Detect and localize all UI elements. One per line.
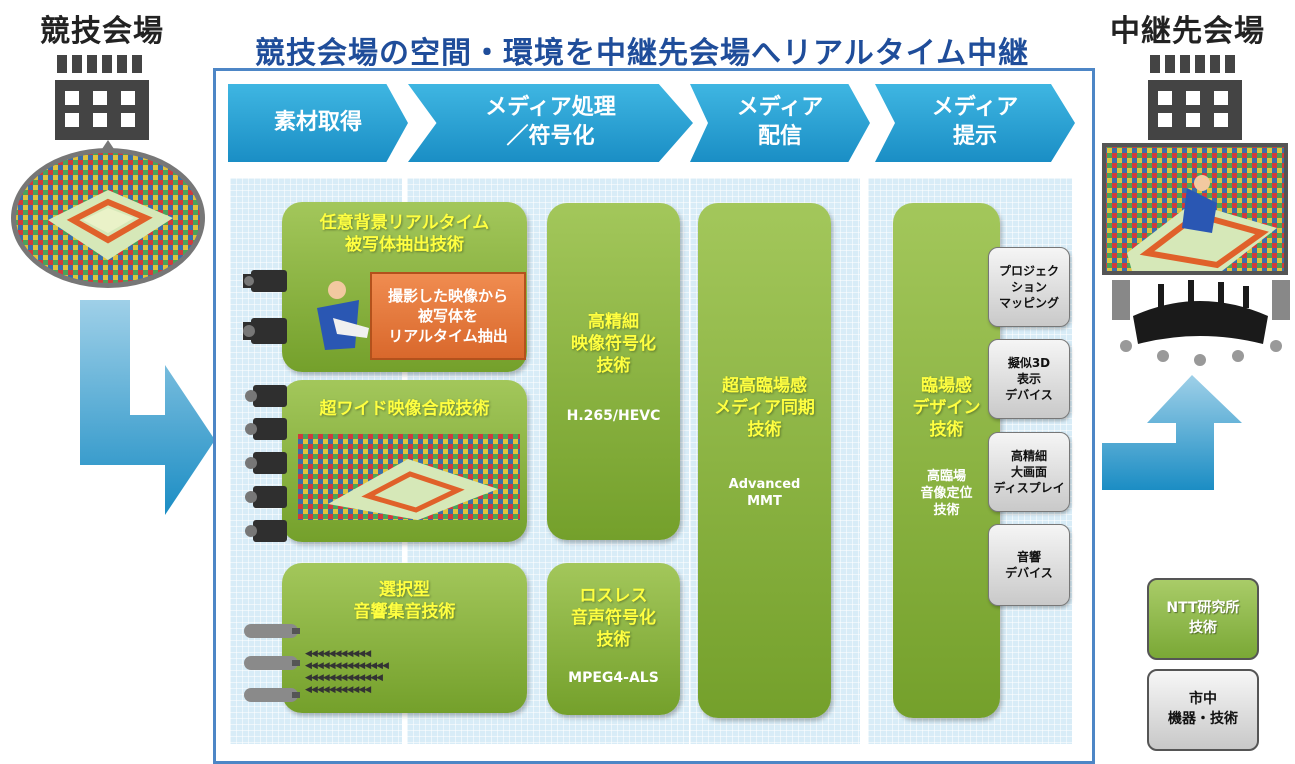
stage-acquisition: 素材取得: [228, 84, 408, 162]
legend-market: 市中機器・技術: [1147, 669, 1259, 751]
device-label: プロジェク: [998, 263, 1059, 278]
extraction-title-1: 任意背景リアルタイム: [319, 213, 490, 233]
video-coding-title: 技術: [596, 356, 631, 377]
stage-label-2: 提示: [952, 124, 997, 149]
main-title: 競技会場の空間・環境を中継先会場へリアルタイム中継: [255, 36, 1030, 71]
audio-coding-title: 技術: [596, 630, 631, 651]
audience-speakers-image: [1112, 280, 1290, 366]
device-label: 音響: [1016, 549, 1041, 564]
stage-delivery: メディア配信: [690, 84, 870, 162]
wide-video-title: 超ワイド映像合成技術: [319, 399, 490, 419]
stage-label: メディア: [931, 95, 1019, 121]
input-arrow: [80, 300, 215, 515]
device-label: 擬似3D: [1007, 355, 1051, 370]
device-label: マッピング: [998, 296, 1059, 311]
audio-coding-tech-box: ロスレス 音声符号化 技術 MPEG4-ALS: [547, 563, 680, 715]
sync-title: 超高臨場感: [722, 376, 807, 396]
sync-tech-box: 超高臨場感 メディア同期 技術 Advanced MMT: [698, 203, 831, 718]
device-large-display: 高精細大画面ディスプレイ: [988, 432, 1070, 512]
legend-ntt: NTT研究所技術: [1147, 578, 1259, 660]
audio-coding-title: 音声符号化: [571, 608, 656, 629]
stage-label: メディア: [736, 95, 824, 121]
presence-subtitle: 音像定位: [920, 486, 973, 502]
judo-figure-image: [317, 281, 369, 350]
extraction-title-2: 被写体抽出技術: [345, 235, 464, 256]
stage-label: 素材取得: [273, 109, 362, 135]
output-arrow: [1102, 375, 1242, 490]
legend-label: NTT研究所: [1166, 600, 1240, 617]
device-label: ション: [1010, 279, 1047, 294]
device-label: ディスプレイ: [993, 481, 1065, 496]
audio-capture-title-1: 選択型: [379, 580, 430, 600]
device-label: デバイス: [1005, 566, 1053, 580]
presence-design-tech-box: 臨場感 デザイン 技術 高臨場 音像定位 技術: [893, 203, 1000, 718]
presence-subtitle: 高臨場: [926, 469, 966, 485]
presence-title: 臨場感: [921, 376, 972, 396]
source-venue-label: 競技会場: [40, 14, 164, 49]
video-coding-tech-box: 高精細 映像符号化 技術 H.265/HEVC: [547, 203, 680, 540]
sync-title: メディア同期: [714, 398, 815, 419]
audio-coding-standard: MPEG4-ALS: [568, 670, 659, 687]
stage-label-2: 配信: [757, 124, 802, 149]
video-coding-standard: H.265/HEVC: [566, 408, 661, 425]
stadium-image: [11, 140, 205, 288]
device-projection-mapping: プロジェクションマッピング: [988, 247, 1070, 327]
device-label: 高精細: [1010, 448, 1047, 463]
device-audio: 音響デバイス: [988, 524, 1070, 606]
legend-label: 市中: [1189, 691, 1217, 708]
audio-capture-title-2: 音響集音技術: [353, 602, 456, 623]
legend-label: 技術: [1188, 620, 1217, 636]
sound-waves-icon: ◀◀◀◀◀◀◀◀◀◀◀◀◀◀◀◀◀◀◀◀◀◀◀◀◀◀◀◀◀◀◀◀◀◀◀◀◀◀◀◀…: [305, 649, 389, 695]
camera-array-icon: [245, 385, 287, 542]
sync-title: 技術: [747, 420, 782, 441]
destination-venue-label: 中継先会場: [1110, 14, 1265, 49]
legend-label: 機器・技術: [1168, 711, 1238, 727]
device-label: 大画面: [1010, 464, 1047, 479]
audio-capture-tech-box: 選択型 音響集音技術: [282, 563, 527, 713]
stage-presentation: メディア提示: [875, 84, 1075, 162]
device-label: 表示: [1016, 371, 1041, 386]
microphone-array-icon: [244, 624, 300, 702]
camera-icon: [243, 270, 287, 344]
presence-subtitle: 技術: [933, 503, 960, 519]
presence-title: デザイン: [912, 398, 981, 419]
stage-processing: メディア処理 ／符号化: [408, 84, 693, 162]
display-screen-image: [1102, 143, 1288, 275]
presence-title: 技術: [929, 420, 964, 441]
stage-label: メディア処理: [485, 95, 616, 121]
device-label: デバイス: [1005, 388, 1053, 403]
callout-line: 撮影した映像から: [387, 286, 508, 305]
callout-line: 被写体を: [417, 306, 478, 325]
video-coding-title: 映像符号化: [571, 334, 656, 355]
building-icon: [55, 55, 149, 140]
callout-line: リアルタイム抽出: [388, 327, 508, 346]
building-icon: [1148, 55, 1242, 140]
extraction-callout: 撮影した映像から 被写体を リアルタイム抽出: [370, 272, 526, 360]
sync-standard: MMT: [747, 494, 782, 510]
sync-standard: Advanced: [728, 477, 801, 493]
audio-coding-title: ロスレス: [579, 586, 648, 606]
stage-label-2: ／符号化: [506, 124, 595, 149]
wide-panorama-image: [298, 434, 520, 520]
video-coding-title: 高精細: [588, 312, 639, 332]
